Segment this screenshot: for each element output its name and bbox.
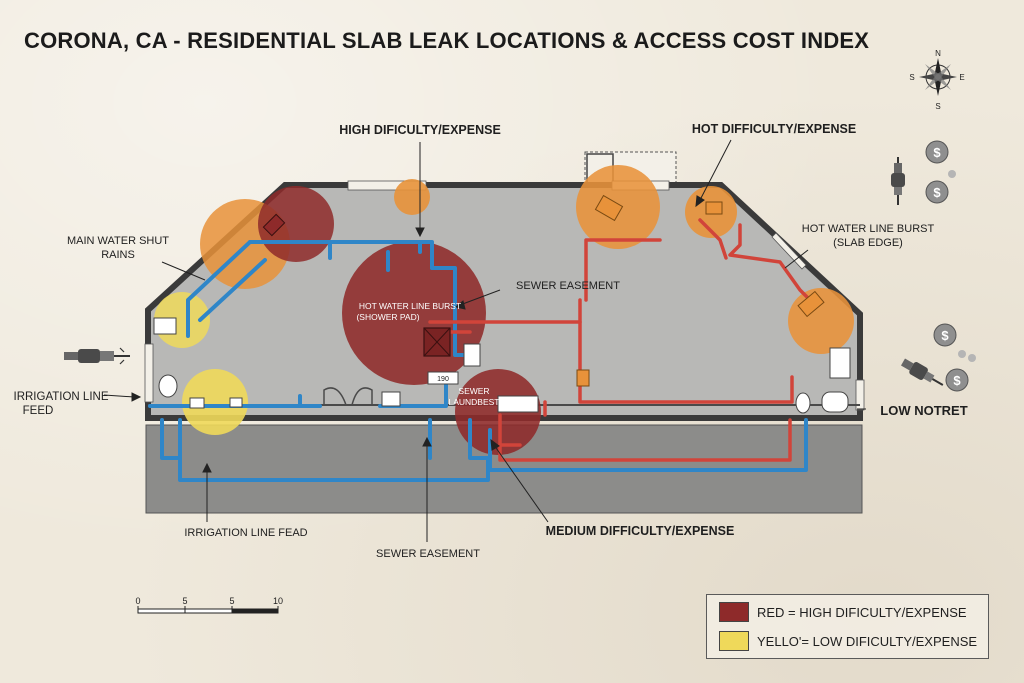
- label-low-note: LOW NOTRET: [880, 403, 967, 418]
- cold-water-pipes: [148, 240, 808, 482]
- label-hot-water-burst-shower: HOT WATER LINE BURST: [359, 301, 461, 311]
- svg-text:$: $: [953, 373, 961, 388]
- legend-item-high: RED = HIGH DIFICULTY/EXPENSE: [719, 602, 967, 622]
- label-sewer-easement-bottom: SEWER EASEMENT: [376, 548, 480, 560]
- compass-n: N: [935, 49, 941, 58]
- label-hot-water-burst-shower-line2: (SHOWER PAD): [356, 312, 419, 322]
- toilet-fixture-west: [158, 374, 178, 398]
- legend-label-low: YELLO'= LOW DIFICULTY/EXPENSE: [757, 633, 978, 649]
- jackhammer-icon: [64, 347, 130, 365]
- dollar-coin-icon: $: [933, 323, 957, 347]
- label-irrigation-feed-left: IRRIGATION LINE: [14, 391, 109, 403]
- legend-swatch-red: [719, 602, 749, 622]
- fixture-small-sw: [189, 397, 205, 409]
- svg-text:$: $: [933, 185, 941, 200]
- leader-lines: [103, 139, 866, 542]
- label-hot-difficulty: HOT DIFFICULTY/EXPENSE: [692, 122, 856, 136]
- fixture-code-box: [427, 371, 459, 385]
- label-sewer-laundry: SEWER: [458, 386, 489, 396]
- label-high-difficulty: HIGH DIFICULTY/EXPENSE: [339, 123, 501, 137]
- label-fixture-code: 190: [437, 376, 449, 383]
- sink-fixture: [153, 317, 177, 335]
- label-sewer-laundry-line2: LAUNDBEST: [448, 397, 499, 407]
- scale-tick-3: 10: [273, 596, 283, 606]
- label-irrigation-feed-left-line2: FEED: [23, 405, 54, 417]
- label-main-water-shut: MAIN WATER SHUT: [67, 235, 169, 247]
- dollar-coin-icon: $: [925, 140, 949, 164]
- scale-tick-1: 5: [182, 596, 187, 606]
- label-hot-water-burst-edge: HOT WATER LINE BURST: [802, 223, 935, 235]
- zone-medium-top: [394, 179, 430, 215]
- dollar-coin-icon: $: [925, 180, 949, 204]
- compass-s: S: [935, 102, 940, 111]
- compass-e: E: [959, 73, 964, 82]
- hot-water-pipes: [428, 218, 817, 462]
- svg-text:$: $: [933, 145, 941, 160]
- zone-low-southwest: [182, 369, 248, 435]
- legend-item-low: YELLO'= LOW DIFICULTY/EXPENSE: [719, 631, 977, 651]
- legend: RED = HIGH DIFICULTY/EXPENSE YELLO'= LOW…: [706, 594, 989, 659]
- toilet-fixture-east: [795, 392, 811, 414]
- basin-east: [821, 391, 849, 413]
- dollar-coin-icon: $: [945, 368, 969, 392]
- label-hot-water-burst-edge-line2: (SLAB EDGE): [833, 237, 903, 249]
- label-medium-difficulty: MEDIUM DIFFICULTY/EXPENSE: [546, 524, 735, 538]
- label-irrigation-feed-bottom: IRRIGATION LINE FEAD: [184, 527, 307, 539]
- page-title: CORONA, CA - RESIDENTIAL SLAB LEAK LOCAT…: [24, 28, 870, 53]
- fixture-center: [463, 343, 481, 367]
- jackhammer-icon: [891, 157, 905, 205]
- jackhammer-icon: [901, 358, 944, 386]
- svg-text:$: $: [941, 328, 949, 343]
- legend-label-high: RED = HIGH DIFICULTY/EXPENSE: [757, 604, 967, 620]
- plumbing-fixtures: [153, 194, 851, 414]
- scale-bar: 0 5 5 10: [135, 596, 283, 614]
- laundry-fixture: [497, 395, 539, 413]
- label-sewer-easement-top: SEWER EASEMENT: [516, 280, 620, 292]
- zone-medium-east: [788, 288, 854, 354]
- label-main-water-shut-line2: RAINS: [101, 249, 135, 261]
- compass-w: S: [909, 73, 914, 82]
- compass-rose-icon: N S E S: [909, 49, 964, 111]
- dollar-coin-icon: [948, 170, 976, 362]
- scale-tick-0: 0: [135, 596, 140, 606]
- scale-tick-2: 5: [229, 596, 234, 606]
- tub-fixture: [829, 347, 851, 379]
- vanity-sink: [381, 391, 401, 407]
- legend-swatch-yellow: [719, 631, 749, 651]
